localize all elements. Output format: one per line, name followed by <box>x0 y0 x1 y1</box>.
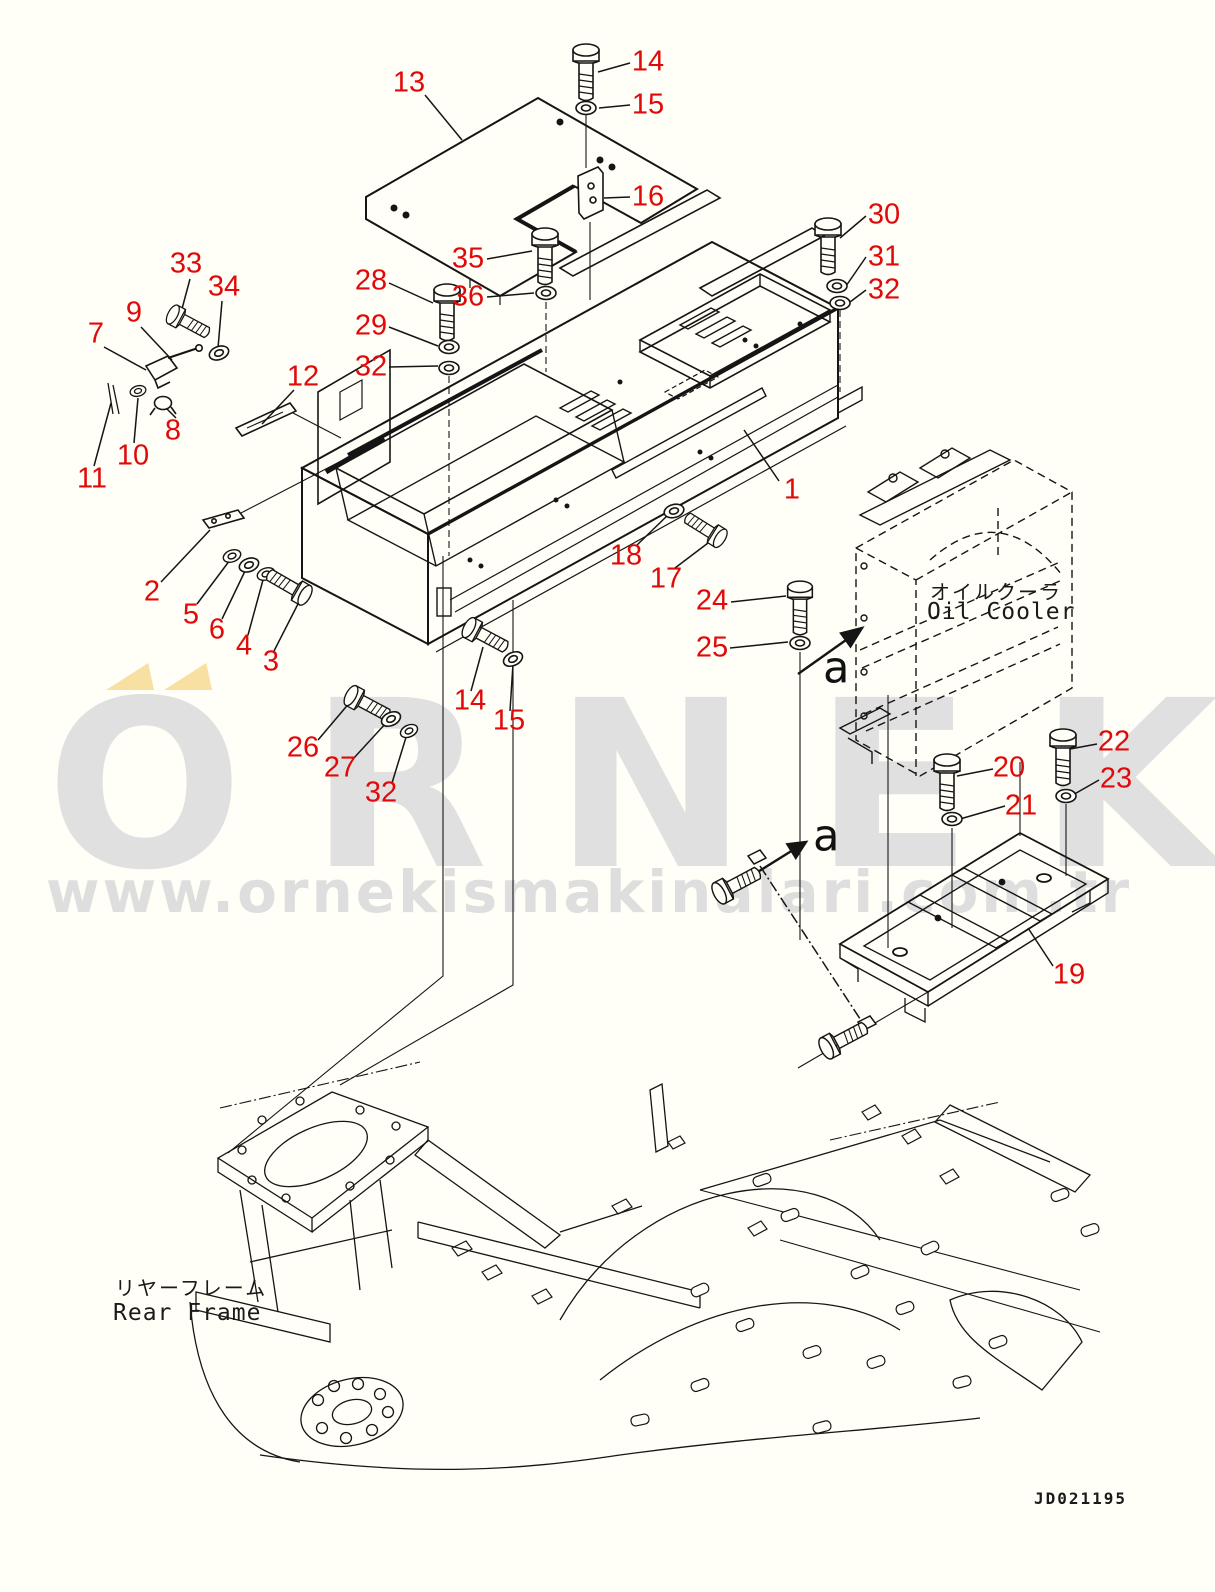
washer-10 <box>128 383 148 399</box>
washer-15-mid <box>500 648 526 670</box>
washer-32-right <box>829 295 851 311</box>
support-rod <box>746 849 878 1031</box>
callout-23: 23 <box>1099 762 1133 795</box>
watermark-url: www.ornekismakinalari.com.tr <box>46 858 1133 926</box>
callout-26: 26 <box>286 731 320 764</box>
callout-2: 2 <box>143 575 161 608</box>
drawing-number: JD021195 <box>1034 1489 1128 1508</box>
bolt-22 <box>1049 728 1077 787</box>
callout-14-mid: 14 <box>453 684 487 717</box>
callout-20: 20 <box>992 751 1026 784</box>
bolt-20 <box>933 753 961 812</box>
washer-23 <box>1055 788 1077 804</box>
callout-34: 34 <box>207 270 241 303</box>
callout-29: 29 <box>354 309 388 342</box>
part-1-main-box <box>299 189 863 653</box>
callout-15-mid: 15 <box>492 704 526 737</box>
callout-15-top: 15 <box>631 88 665 121</box>
callout-18: 18 <box>609 539 643 572</box>
view-label-a-1: a <box>822 642 850 694</box>
bolt-14-top <box>572 43 600 102</box>
washer-25 <box>789 635 811 651</box>
callout-17: 17 <box>649 562 683 595</box>
callout-32-lower: 32 <box>364 776 398 809</box>
callout-25: 25 <box>695 631 729 664</box>
leader-lines <box>93 62 1100 967</box>
washer-29 <box>438 339 460 355</box>
rear-frame-label-jp: リヤーフレーム <box>115 1276 268 1300</box>
callout-4: 4 <box>235 629 253 662</box>
callout-32-left: 32 <box>354 350 388 383</box>
washer-34 <box>206 342 232 364</box>
nut-6 <box>236 554 262 576</box>
view-label-a-2: a <box>812 810 840 862</box>
callout-31: 31 <box>867 240 901 273</box>
callout-12: 12 <box>286 360 320 393</box>
callout-22: 22 <box>1097 725 1131 758</box>
washer-15-top <box>575 100 597 116</box>
callout-5: 5 <box>182 598 200 631</box>
callout-1: 1 <box>783 473 801 506</box>
callout-9: 9 <box>125 296 143 329</box>
callout-36: 36 <box>451 280 485 313</box>
bolt-14-mid <box>458 614 513 659</box>
callout-32-right: 32 <box>867 273 901 306</box>
small-parts <box>107 343 298 529</box>
callout-33: 33 <box>169 247 203 280</box>
bolt-30 <box>814 217 842 276</box>
callout-13: 13 <box>392 66 426 99</box>
rear-frame-drawing <box>189 1061 1101 1471</box>
part-19-subframe <box>838 831 1110 1024</box>
bolt-17 <box>679 507 731 551</box>
oil-cooler-outline <box>838 447 1073 777</box>
oil-cooler-label-jp: オイルクーラ <box>930 580 1062 604</box>
callout-7: 7 <box>87 317 105 350</box>
bolt-33 <box>163 302 215 344</box>
callout-35: 35 <box>451 242 485 275</box>
callout-11: 11 <box>76 462 108 495</box>
callout-24: 24 <box>695 584 729 617</box>
callout-16: 16 <box>631 180 665 213</box>
washer-5 <box>220 546 244 566</box>
callout-3: 3 <box>262 645 280 678</box>
callout-30: 30 <box>867 198 901 231</box>
bolt-24 <box>786 580 814 636</box>
callout-19: 19 <box>1052 958 1086 991</box>
washer-32-lower <box>397 721 421 741</box>
part-16-bracket <box>577 166 604 220</box>
callout-14-top: 14 <box>631 45 665 78</box>
callout-28: 28 <box>354 264 388 297</box>
projection-lines <box>213 114 1067 1154</box>
callout-21: 21 <box>1004 789 1038 822</box>
callout-8: 8 <box>164 414 182 447</box>
callout-27: 27 <box>323 751 357 784</box>
washer-36 <box>535 285 557 301</box>
washer-31 <box>826 278 848 294</box>
washer-21 <box>941 811 963 827</box>
rear-frame-label-en: Rear Frame <box>113 1300 262 1326</box>
bolt-3 <box>261 563 316 609</box>
washer-32-left <box>438 360 460 376</box>
oil-cooler-label-en: Oil Cooler <box>927 599 1076 625</box>
callout-6: 6 <box>208 613 226 646</box>
bolt-view-a <box>708 860 766 907</box>
callout-10: 10 <box>116 439 150 472</box>
bolt-lower <box>815 1015 873 1062</box>
